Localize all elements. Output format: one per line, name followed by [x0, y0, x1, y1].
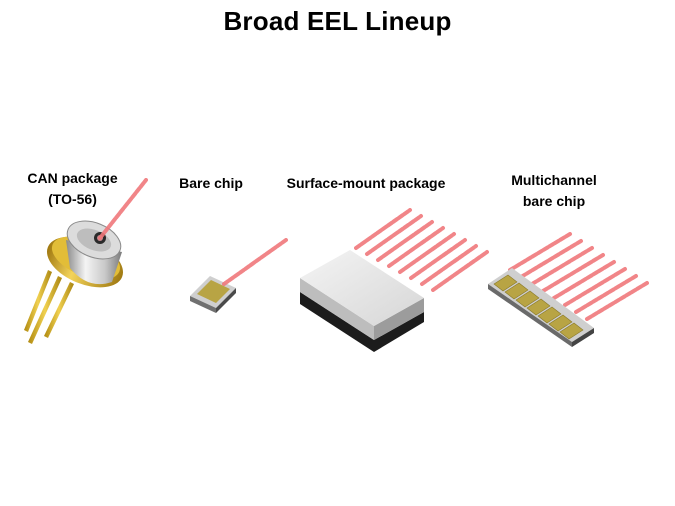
can-package-illustration — [24, 220, 123, 344]
multichannel-label: Multichannel bare chip — [498, 170, 610, 212]
gold-pins — [24, 270, 74, 344]
surface-mount-illustration — [300, 250, 424, 352]
smd-body — [300, 250, 424, 326]
multichannel-emitters — [493, 274, 584, 340]
bare-chip-label: Bare chip — [179, 175, 243, 191]
bare-chip-laser-beam — [222, 238, 288, 286]
can-package-label: CAN package (TO-56) — [20, 168, 125, 210]
can-package-label-line2: (TO-56) — [48, 191, 97, 207]
multichannel-laser-beams — [508, 232, 649, 321]
page-title: Broad EEL Lineup — [223, 6, 452, 36]
multichannel-label-line1: Multichannel — [511, 172, 597, 188]
can-package-label-line1: CAN package — [27, 170, 118, 186]
smd-laser-beams — [354, 208, 489, 292]
smd-base — [300, 292, 424, 352]
surface-mount-label: Surface-mount package — [286, 175, 446, 191]
multichannel-label-line2: bare chip — [522, 193, 586, 209]
bare-chip-surface — [197, 280, 230, 303]
can-laser-beam — [98, 178, 148, 240]
multichannel-chip-illustration — [488, 268, 594, 347]
